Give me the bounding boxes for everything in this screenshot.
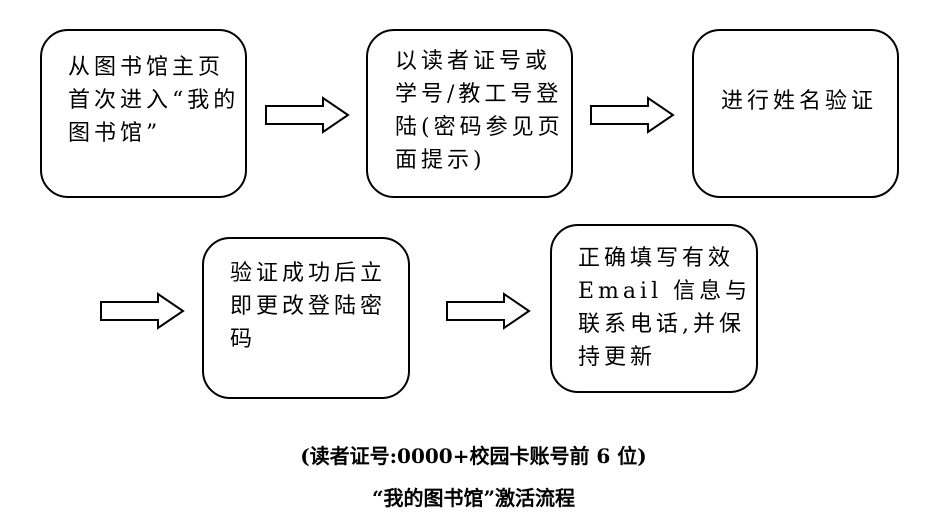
step-text-4: 验证成功后立 即更改登陆密 码 [230,261,387,352]
step-box-5: 正确填写有效 Email 信息与 联系电话,并保 持更新 [550,224,758,393]
arrow-right-icon [100,292,185,330]
step-text-2: 以读者证号或 学号/教工号登 陆(密码参见页 面提示) [395,49,564,173]
step-box-3: 进行姓名验证 [692,29,899,198]
step-box-4: 验证成功后立 即更改登陆密 码 [202,237,410,399]
step-box-1: 从图书馆主页 首次进入“我的 图书馆” [40,29,247,198]
step-box-2: 以读者证号或 学号/教工号登 陆(密码参见页 面提示) [366,29,573,198]
step-text-3: 进行姓名验证 [721,89,878,114]
arrow-right-icon [590,96,675,134]
arrow-right-icon [446,292,531,330]
step-text-1: 从图书馆主页 首次进入“我的 图书馆” [68,55,240,146]
step-text-5: 正确填写有效 Email 信息与 联系电话,并保 持更新 [578,246,752,370]
caption-note: (读者证号:0000+校园卡账号前 6 位) [300,444,647,468]
caption-title: “我的图书馆”激活流程 [371,486,575,510]
arrow-right-icon [265,96,350,134]
